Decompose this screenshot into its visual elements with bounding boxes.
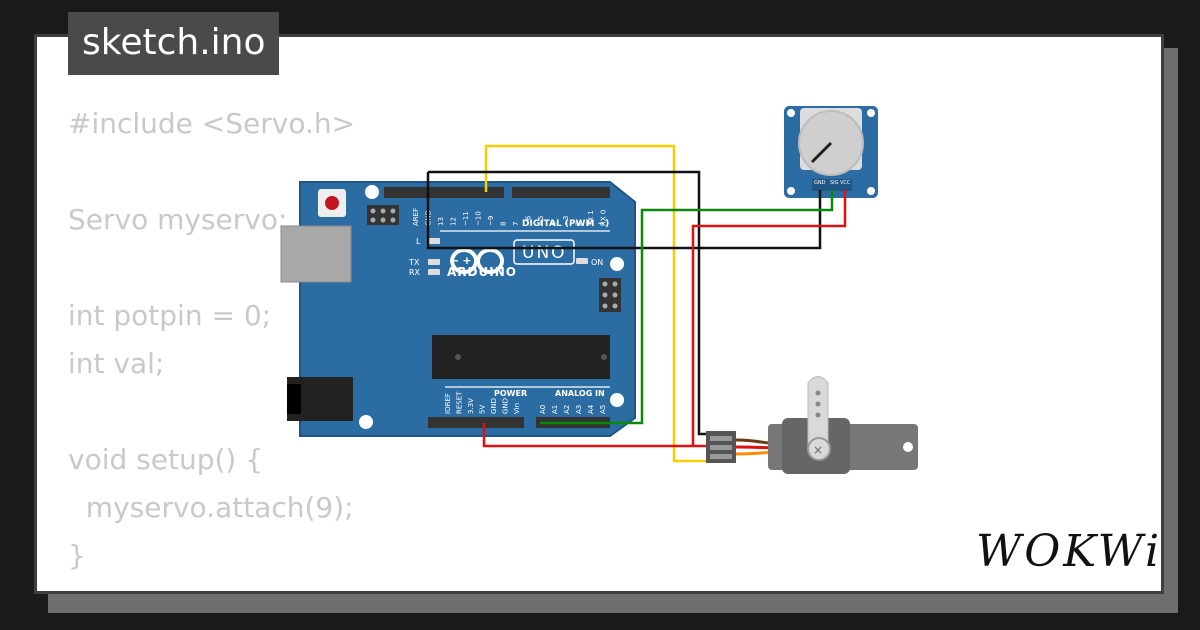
mounting-hole — [365, 185, 379, 199]
top-pin-label-12: ~3 — [562, 216, 570, 226]
svg-text:– +: – + — [453, 254, 472, 267]
wire-black-ground[interactable] — [426, 170, 822, 436]
on-led — [576, 258, 588, 264]
code-line: Servo myservo; — [68, 203, 288, 236]
top-pin-label-13: 2 — [575, 222, 583, 226]
power-pin-label-5: GND — [502, 398, 510, 414]
code-line: void setup() { — [68, 443, 264, 476]
top-pin-label-2: 13 — [437, 217, 445, 226]
reset-button-cap — [325, 196, 339, 210]
code-line: int val; — [68, 347, 165, 380]
mounting-hole — [359, 415, 373, 429]
on-led-label: ON — [591, 258, 603, 267]
analog-pin-label-0: A0 — [539, 405, 547, 414]
rx-led-label: RX — [409, 268, 421, 277]
file-name-tab[interactable]: sketch.ino — [68, 12, 280, 75]
digital-header — [384, 187, 610, 198]
power-header — [428, 417, 524, 428]
power-pin-label-1: RESET — [456, 391, 464, 414]
top-pin-label-8: 7 — [512, 222, 520, 226]
mounting-hole — [610, 257, 624, 271]
top-pin-label-9: ~6 — [525, 215, 533, 226]
top-pin-label-6: ~9 — [487, 216, 495, 226]
top-pin-label-15: RX 0 — [600, 210, 608, 226]
analog-pin-label-5: A5 — [599, 405, 607, 414]
code-line: int potpin = 0; — [68, 299, 272, 332]
code-listing: #include <Servo.h> Servo myservo; int po… — [68, 100, 355, 580]
code-line: #include <Servo.h> — [68, 107, 356, 140]
code-line: myservo.attach(9); — [68, 491, 354, 524]
power-pin-label-4: GND — [490, 398, 498, 414]
usb-port — [280, 225, 352, 283]
analog-pin-label-3: A3 — [575, 405, 583, 414]
power-header-label: POWER — [494, 389, 527, 398]
top-pin-label-10: ~5 — [537, 216, 545, 226]
power-pin-label-6: Vin — [513, 403, 521, 414]
uno-model-label: UNO — [522, 243, 567, 263]
top-pin-label-0: AREF — [412, 208, 420, 226]
top-pin-label-4: ~11 — [462, 211, 470, 226]
digital-header-label: DIGITAL (PWM ~) — [522, 219, 609, 229]
arduino-brand-label: ARDUINO — [447, 265, 517, 279]
top-pin-label-5: ~10 — [475, 211, 483, 226]
analog-pin-label-2: A2 — [563, 405, 571, 414]
top-pin-label-3: 12 — [450, 217, 458, 226]
mounting-hole — [610, 393, 624, 407]
wire-red-power[interactable] — [482, 190, 847, 448]
servo-motor[interactable]: × — [706, 376, 918, 475]
icsp-header — [367, 205, 399, 225]
top-pin-label-14: TX 1 — [587, 210, 595, 227]
pot-pin-gnd-label: GND — [814, 180, 826, 186]
potentiometer[interactable]: GND SIG VCC — [784, 106, 878, 198]
top-pin-label-11: 4 — [550, 221, 558, 226]
pot-pin-vcc-label: VCC — [840, 180, 851, 186]
l-led — [428, 238, 440, 244]
analog-pin-label-4: A4 — [587, 404, 595, 414]
svg-text:×: × — [813, 443, 823, 457]
atmega-chip — [432, 335, 610, 379]
code-line: } — [68, 539, 86, 572]
rx-led — [428, 269, 440, 275]
wokwi-logo: WOKWi — [976, 526, 1163, 577]
knob-indicator — [810, 141, 833, 164]
analog-pin-labels: A0 A1 A2 A3 A4 A5 — [539, 404, 607, 414]
l-led-label: L — [416, 237, 421, 246]
tx-led-label: TX — [408, 258, 420, 267]
top-pin-label-7: 8 — [500, 222, 508, 226]
pot-pin-sig-label: SIG — [830, 180, 839, 186]
icsp-header-right — [599, 278, 621, 312]
wire-green-signal[interactable] — [540, 190, 834, 425]
tx-led — [428, 259, 440, 265]
power-pin-label-2: 3.3V — [467, 398, 475, 414]
analog-header-label: ANALOG IN — [555, 389, 605, 398]
arduino-logo-icon: – + — [450, 248, 505, 274]
power-pin-label-0: IOREF — [444, 393, 452, 414]
wire-yellow-signal[interactable] — [484, 144, 706, 463]
power-pin-label-3: 5V — [479, 405, 487, 414]
analog-pin-label-1: A1 — [551, 405, 559, 414]
